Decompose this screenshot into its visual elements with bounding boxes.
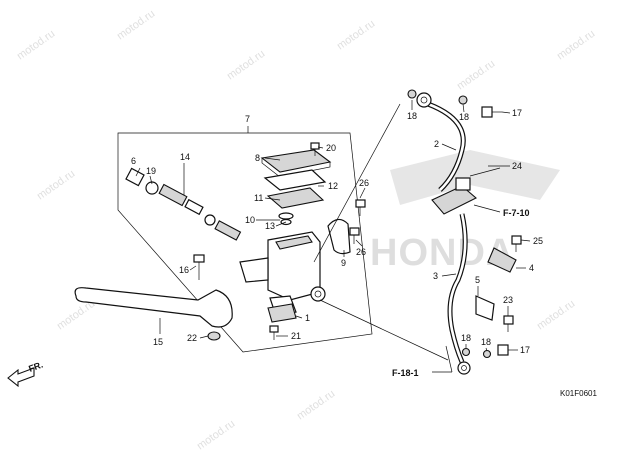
sealing-washer: [407, 89, 417, 99]
callout-9: 9: [341, 258, 346, 268]
watermark-layer: motod.ru motod.ru motod.ru motod.ru moto…: [15, 8, 597, 453]
brand-mark: HONDA: [370, 150, 560, 274]
brake-hose-lower: [447, 213, 471, 375]
leader-lines: [135, 100, 531, 373]
callout-24: 24: [512, 161, 522, 171]
callout-26-bottom: 26: [356, 247, 366, 257]
three-way-joint: [431, 167, 501, 215]
stop-switch: [267, 303, 297, 340]
callout-16: 16: [179, 265, 189, 275]
callout-1: 1: [305, 313, 310, 323]
master-cylinder-body: [239, 231, 326, 317]
callout-18-top-left: 18: [407, 111, 417, 121]
reference-f-7-10: F-7-10: [503, 208, 530, 218]
callout-3: 3: [433, 271, 438, 281]
figure-code: K01F0601: [560, 389, 597, 398]
watermark: motod.ru: [295, 388, 337, 423]
watermark: motod.ru: [35, 168, 77, 203]
callout-22: 22: [187, 333, 197, 343]
callout-26-top: 26: [359, 178, 369, 188]
piston-kit: [125, 167, 242, 241]
callout-20: 20: [326, 143, 336, 153]
watermark: motod.ru: [535, 298, 577, 333]
hose-clamp: [487, 247, 517, 273]
callout-10: 10: [245, 215, 255, 225]
oil-bolt: [497, 344, 516, 356]
callout-18-bottom-left: 18: [461, 333, 471, 343]
callout-4: 4: [529, 263, 534, 273]
brake-lever: [74, 287, 233, 328]
watermark: motod.ru: [15, 28, 57, 63]
callout-23: 23: [503, 295, 513, 305]
callout-15: 15: [153, 337, 163, 347]
reference-f-18-1: F-18-1: [392, 368, 419, 378]
callout-19: 19: [146, 166, 156, 176]
callout-7: 7: [245, 114, 250, 124]
sealing-washer: [461, 347, 471, 357]
callout-11: 11: [254, 193, 263, 203]
watermark: motod.ru: [335, 18, 377, 53]
callout-18-top-right: 18: [459, 112, 469, 122]
diaphragm: [266, 187, 325, 209]
callout-labels: 7 14 6 19 8 20 12 11 10 13 16 9 1 21 22 …: [131, 108, 543, 355]
assembly-outline: [117, 132, 373, 353]
sealing-washer: [458, 95, 468, 105]
oil-bolt: [481, 106, 502, 118]
pivot-nut: [207, 331, 221, 341]
callout-17-top: 17: [512, 108, 522, 118]
watermark: motod.ru: [555, 28, 597, 63]
float-ring: [278, 212, 294, 226]
hose-guide: [475, 295, 495, 321]
watermark: motod.ru: [225, 48, 267, 83]
pivot-bolt: [193, 254, 205, 280]
callout-6: 6: [131, 156, 136, 166]
callout-12: 12: [328, 181, 338, 191]
callout-8: 8: [255, 153, 260, 163]
callout-13: 13: [265, 221, 275, 231]
watermark: motod.ru: [115, 8, 157, 43]
watermark: motod.ru: [455, 58, 497, 93]
cap-plate: [263, 169, 327, 191]
callout-5: 5: [475, 275, 480, 285]
watermark: motod.ru: [195, 418, 237, 453]
cap-screw: [310, 142, 320, 156]
handlebar-clamp: [327, 218, 351, 255]
forward-label: FR.: [27, 360, 44, 374]
guide-bolt: [503, 315, 514, 332]
callout-17-bottom: 17: [520, 345, 530, 355]
brand-text: HONDA: [370, 232, 514, 274]
callout-18-bottom-right: 18: [481, 337, 491, 347]
callout-14: 14: [180, 152, 190, 162]
brake-hose-upper: [416, 92, 466, 192]
callout-21: 21: [291, 331, 301, 341]
forward-arrow-icon: [7, 367, 35, 388]
callout-2: 2: [434, 139, 439, 149]
holder-bolts: [349, 199, 366, 244]
sealing-washer: [482, 349, 492, 359]
callout-25: 25: [533, 236, 543, 246]
